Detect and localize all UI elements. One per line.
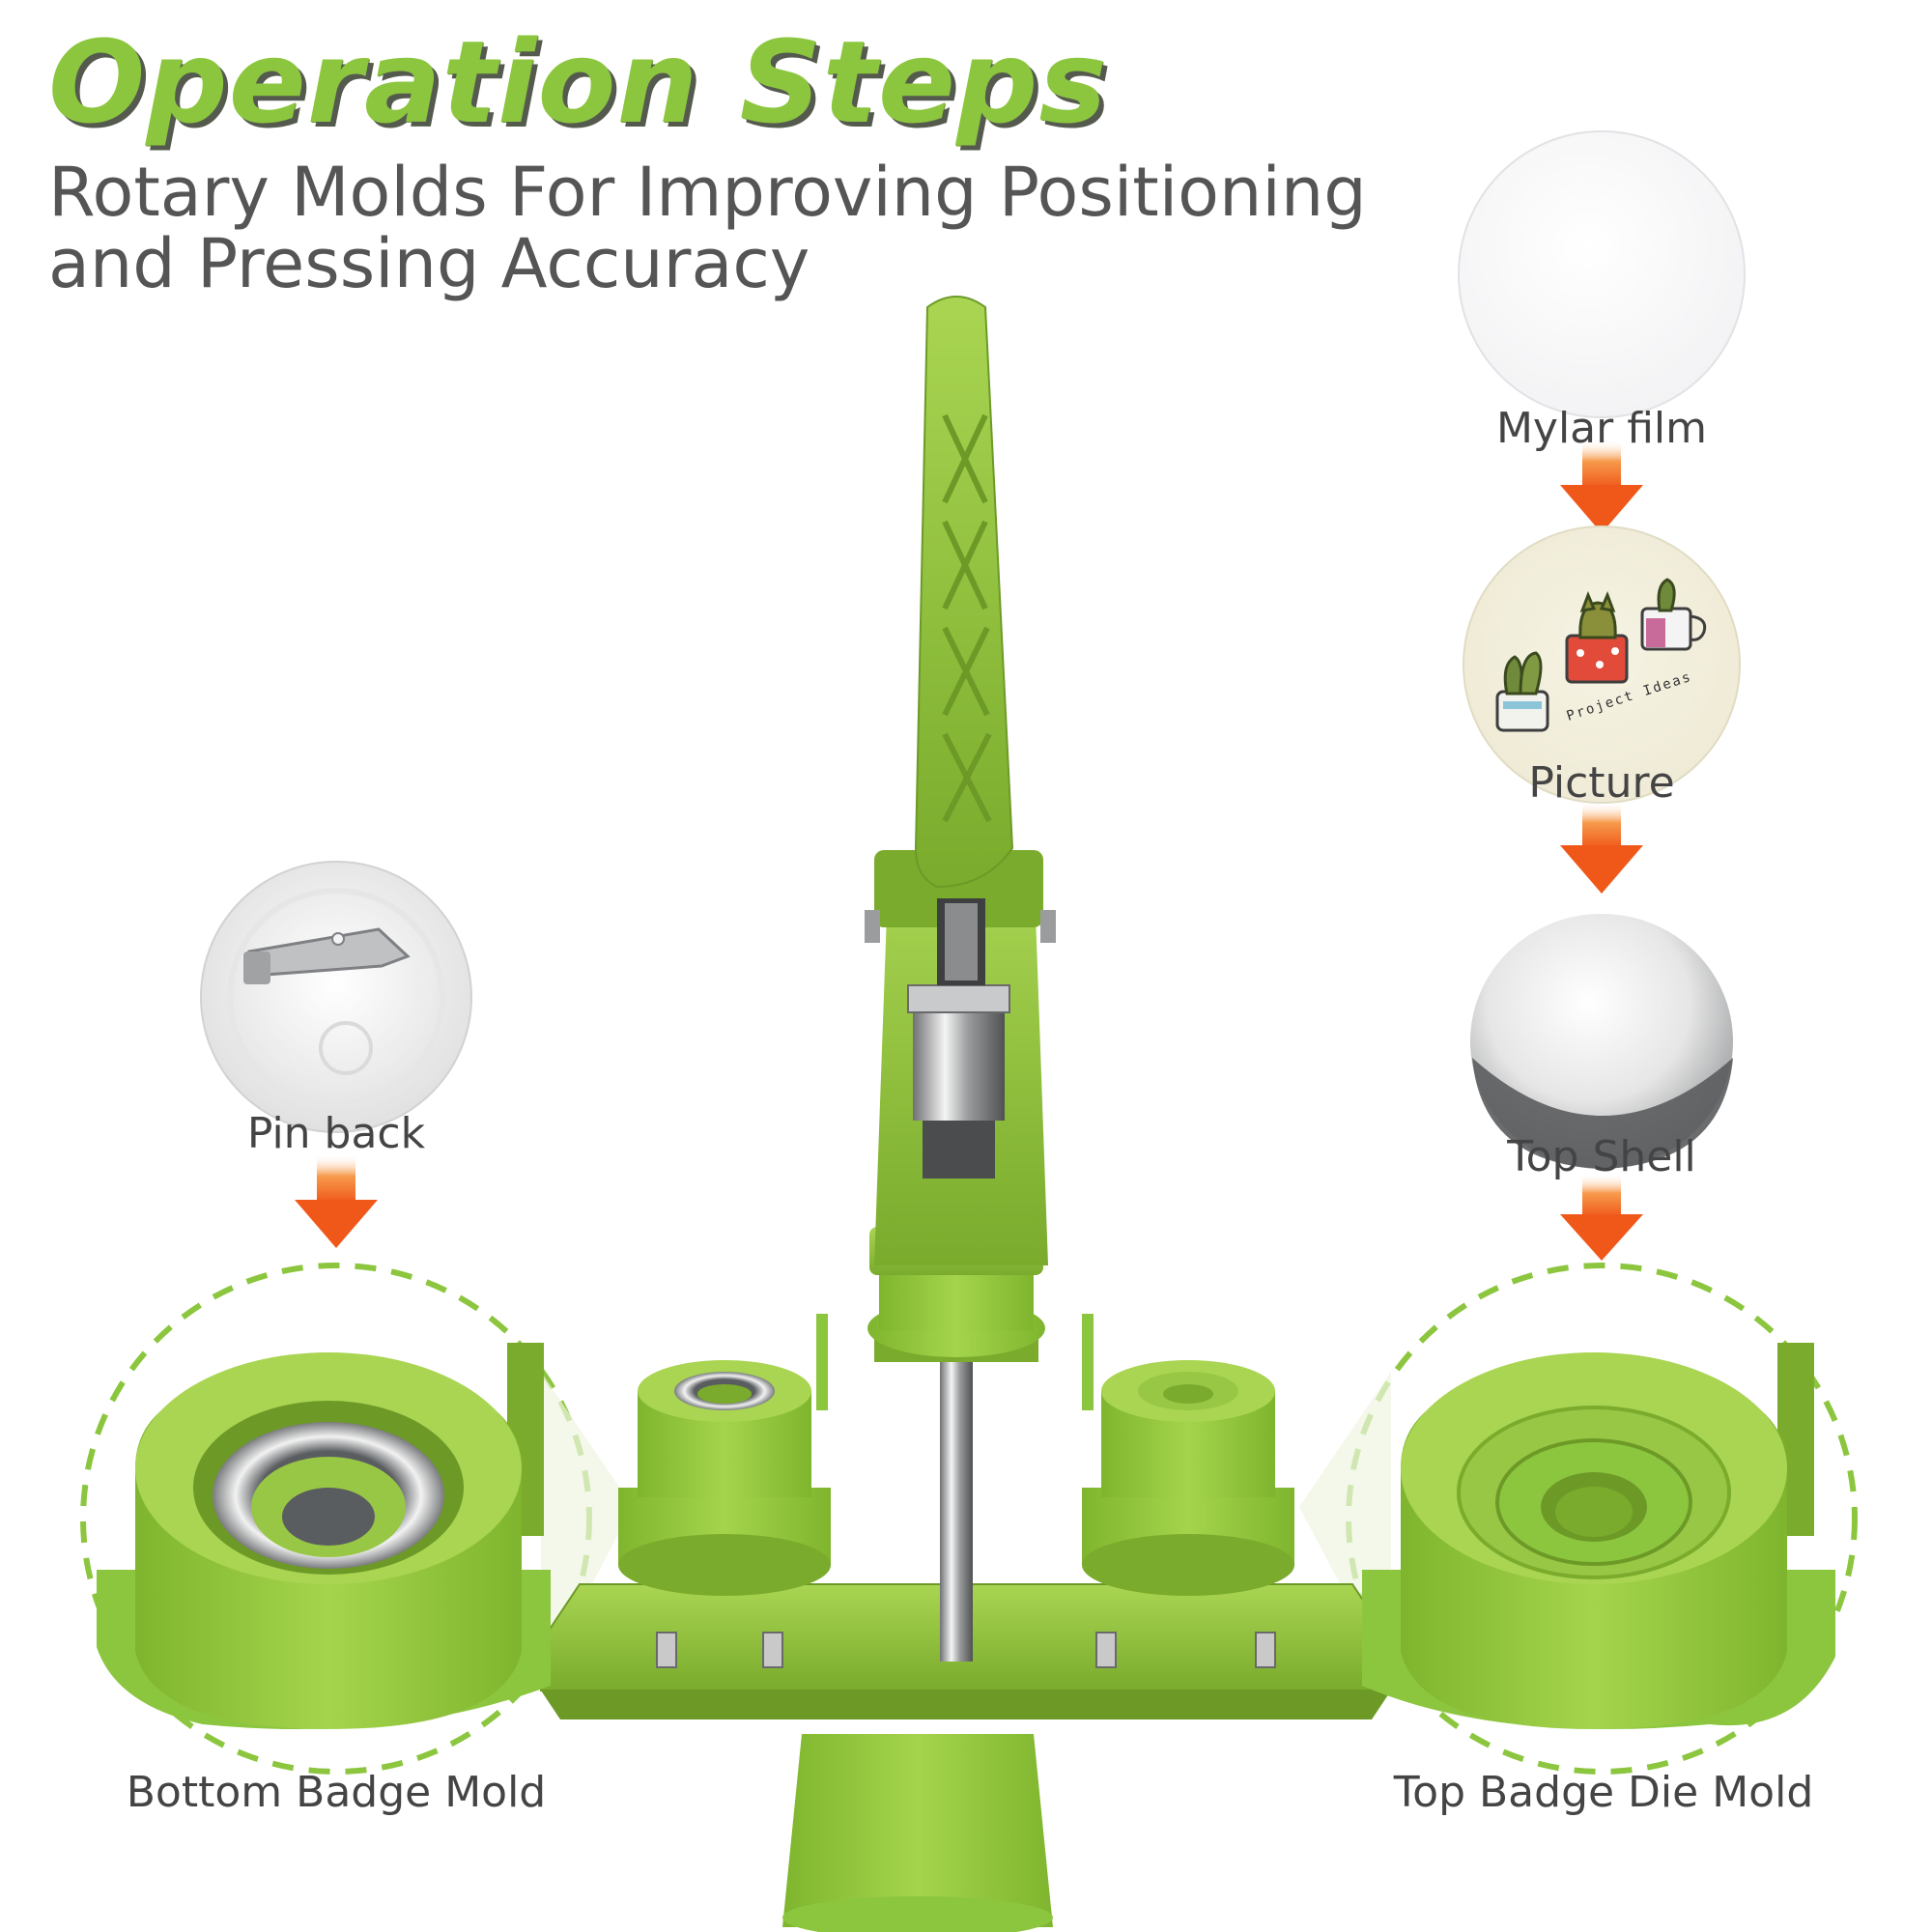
label-picture: Picture: [1528, 758, 1675, 808]
page-title: Operation Steps: [48, 15, 1108, 149]
label-mylar-film: Mylar film: [1495, 404, 1708, 453]
arrow-down-icon: [1560, 440, 1643, 533]
label-top-shell: Top Shell: [1507, 1132, 1696, 1181]
mylar-film-disc: [1458, 130, 1746, 418]
subtitle-line-2: and Pressing Accuracy: [48, 224, 810, 303]
label-top-badge-die-mold: Top Badge Die Mold: [1393, 1768, 1814, 1817]
picture-disc: Project Ideas: [1463, 526, 1741, 804]
arrow-down-icon: [295, 1154, 378, 1248]
zoom-circle-right: [1346, 1263, 1858, 1775]
subtitle-line-1: Rotary Molds For Improving Positioning: [48, 153, 1367, 232]
arrow-down-icon: [1560, 802, 1643, 894]
label-bottom-badge-mold: Bottom Badge Mold: [126, 1768, 547, 1817]
bottom-badge-mold-closeup: [97, 1343, 551, 1729]
badge-press-machine: [540, 296, 1392, 1932]
arrow-down-icon: [1560, 1174, 1643, 1261]
pin-back-disc: [200, 861, 472, 1133]
label-pin-back: Pin back: [246, 1109, 426, 1158]
top-shell-disc: [1470, 914, 1733, 1169]
top-badge-die-mold-closeup: [1362, 1343, 1835, 1729]
